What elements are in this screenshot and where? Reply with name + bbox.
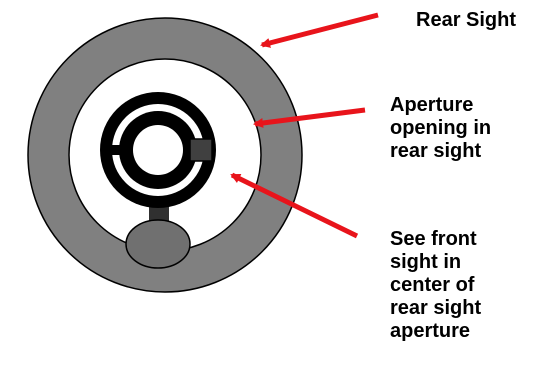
front-sight-base [126, 220, 190, 268]
label-front-sight-line-4: rear sight [390, 297, 481, 320]
front-sight-bar-left [109, 145, 121, 155]
front-sight-square [190, 139, 212, 161]
label-front-sight-line-1: See front [390, 228, 481, 251]
label-aperture-line-2: opening in [390, 117, 491, 140]
label-aperture-line-1: Aperture [390, 94, 491, 117]
label-front-sight-line-2: sight in [390, 251, 481, 274]
label-rear-sight: Rear Sight [416, 9, 516, 32]
label-rear-sight-text: Rear Sight [416, 9, 516, 32]
label-front-sight-line-5: aperture [390, 320, 481, 343]
label-aperture-line-3: rear sight [390, 140, 491, 163]
label-front-sight: See front sight in center of rear sight … [390, 228, 481, 343]
front-sight-center [133, 125, 183, 175]
label-front-sight-line-3: center of [390, 274, 481, 297]
arrow-rear-sight [262, 15, 378, 45]
label-aperture-opening: Aperture opening in rear sight [390, 94, 491, 163]
